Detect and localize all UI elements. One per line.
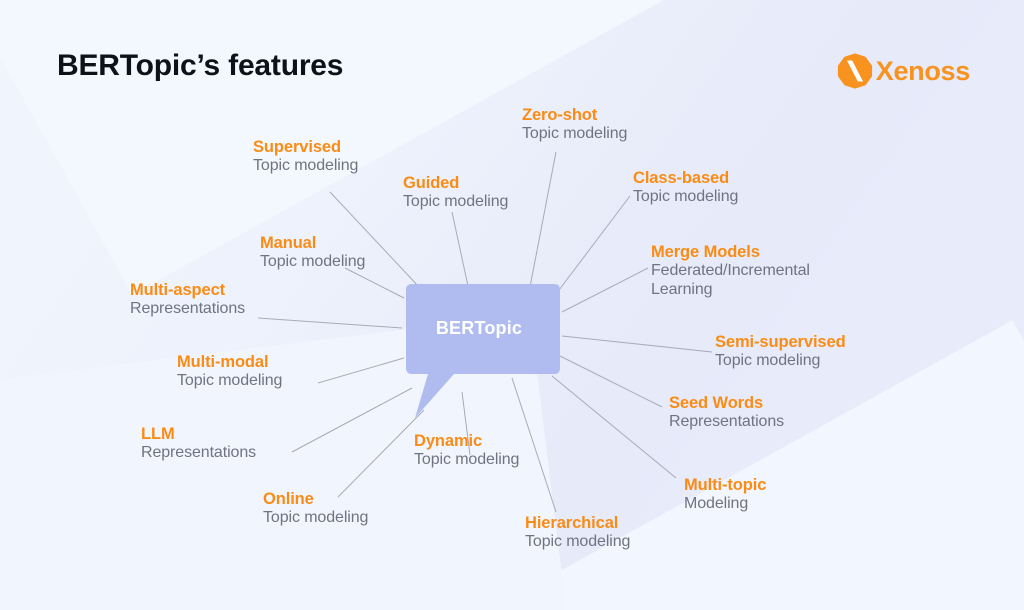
feature-title: Semi-supervised [715, 333, 846, 351]
feature-title: Hierarchical [525, 514, 619, 532]
feature-subtitle: Representations [141, 444, 257, 462]
feature-class-based[interactable]: Class-based Topic modeling [633, 169, 738, 207]
feature-subtitle: Representations [130, 300, 246, 318]
feature-subtitle: Topic modeling [633, 188, 739, 206]
feature-title: Multi-topic [684, 476, 767, 494]
xenoss-logo-icon [837, 53, 872, 89]
feature-title: Class-based [633, 169, 730, 187]
feature-subtitle: Topic modeling [177, 372, 283, 390]
feature-multi-modal[interactable]: Multi-modal Topic modeling [177, 353, 282, 391]
feature-subtitle: Modeling [684, 495, 749, 513]
feature-subtitle: Representations [669, 413, 785, 431]
feature-title: LLM [141, 425, 175, 443]
feature-title: Multi-modal [177, 353, 269, 371]
feature-multi-aspect[interactable]: Multi-aspect Representations [130, 281, 245, 319]
feature-merge-models[interactable]: Merge Models Federated/Incremental Learn… [651, 243, 810, 300]
feature-supervised[interactable]: Supervised Topic modeling [253, 138, 358, 176]
feature-title: Dynamic [414, 432, 483, 450]
feature-title: Zero-shot [522, 106, 598, 124]
feature-title: Seed Words [669, 394, 764, 412]
feature-subtitle: Topic modeling [414, 451, 520, 469]
feature-title: Online [263, 490, 314, 508]
feature-title: Merge Models [651, 243, 760, 261]
feature-guided[interactable]: Guided Topic modeling [403, 174, 508, 212]
feature-subtitle: Topic modeling [522, 125, 628, 143]
center-node[interactable]: BERTopic [398, 282, 574, 422]
feature-subtitle: Topic modeling [253, 157, 359, 175]
feature-subtitle: Topic modeling [525, 533, 631, 551]
feature-dynamic[interactable]: Dynamic Topic modeling [414, 432, 519, 470]
feature-subtitle: Topic modeling [403, 193, 509, 211]
brand-name: Xenoss [875, 55, 971, 86]
feature-subtitle: Topic modeling [260, 253, 366, 271]
brand-logo: Xenoss [836, 52, 970, 90]
feature-hierarchical[interactable]: Hierarchical Topic modeling [525, 514, 630, 552]
speech-bubble-shape [406, 284, 560, 418]
feature-zero-shot[interactable]: Zero-shot Topic modeling [522, 106, 627, 144]
feature-title: Multi-aspect [130, 281, 226, 299]
feature-online[interactable]: Online Topic modeling [263, 490, 368, 528]
feature-manual[interactable]: Manual Topic modeling [260, 234, 365, 272]
feature-title: Guided [403, 174, 460, 192]
feature-llm[interactable]: LLM Representations [141, 425, 256, 463]
page-title: BERTopic’s features [57, 49, 344, 82]
feature-semi-supervised[interactable]: Semi-supervised Topic modeling [715, 333, 846, 371]
feature-subtitle: Topic modeling [715, 352, 821, 370]
feature-seed-words[interactable]: Seed Words Representations [669, 394, 784, 432]
feature-subtitle: Federated/Incremental Learning [651, 262, 810, 299]
feature-title: Manual [260, 234, 317, 252]
feature-title: Supervised [253, 138, 341, 156]
feature-subtitle: Topic modeling [263, 509, 369, 527]
feature-multi-topic[interactable]: Multi-topic Modeling [684, 476, 766, 514]
